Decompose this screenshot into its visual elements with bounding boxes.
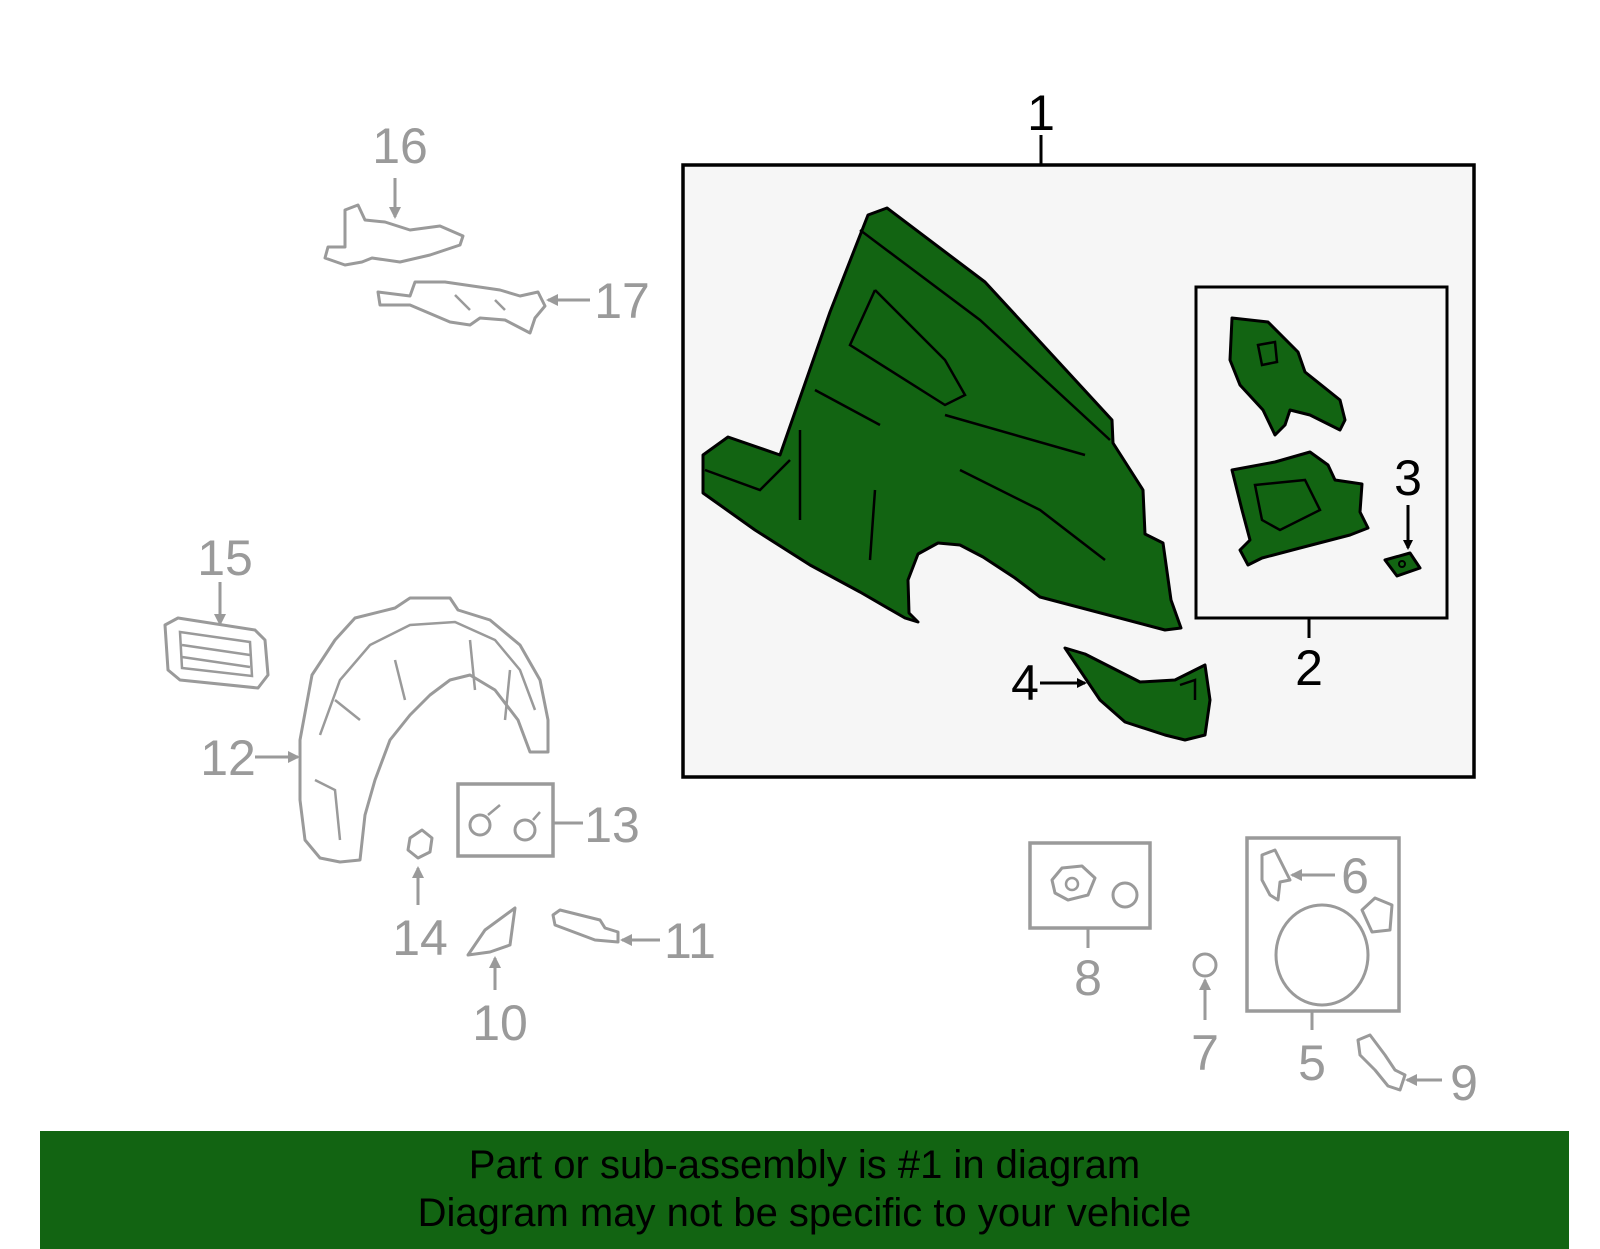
vent-body (163, 616, 270, 690)
quarter-panel[interactable] (701, 206, 1183, 632)
callout-8: 8 (1074, 950, 1102, 1006)
quarter-panel-body (701, 206, 1183, 632)
quarter-panel-line-d (798, 430, 877, 561)
clip-14-body (406, 828, 434, 860)
banner-line-2: Diagram may not be specific to your vehi… (417, 1191, 1192, 1235)
part-8-stops[interactable]: 8 (1028, 841, 1152, 1006)
quarter-window-frame (848, 289, 967, 407)
stops-frame (1028, 841, 1152, 930)
callout-15: 15 (197, 530, 253, 586)
quarter-panel-crease (859, 229, 1111, 441)
disclaimer-banner: Part or sub-assembly is #1 in diagram Di… (40, 1131, 1569, 1249)
stop-a-hole (1064, 876, 1080, 892)
stop-a (1050, 864, 1097, 902)
part-9-rod[interactable]: 9 (1356, 1033, 1478, 1111)
callout-3: 3 (1394, 450, 1422, 506)
callout-9: 9 (1450, 1055, 1478, 1111)
quarter-panel-line-a (814, 388, 881, 427)
callout-17: 17 (594, 273, 650, 329)
callout-11: 11 (664, 913, 716, 969)
part-10-piece[interactable]: 10 (466, 906, 528, 1051)
callout-16: 16 (372, 118, 428, 174)
bracket-17-body (376, 280, 547, 335)
part-15-vent[interactable]: 15 (163, 530, 270, 690)
callout-2: 2 (1295, 640, 1323, 696)
upper-bracket-slot (1256, 340, 1279, 367)
clip-stems (487, 804, 541, 821)
callout-12: 12 (200, 730, 256, 786)
strip-11-body (551, 908, 620, 944)
fuel-door-lid (1274, 903, 1370, 1007)
liner-inner-edge (318, 620, 537, 736)
inner-reinforcement-upper[interactable] (1228, 316, 1347, 437)
extension-body (1063, 646, 1212, 742)
spring-body (1260, 848, 1292, 902)
banner-line-1: Part or sub-assembly is #1 in diagram (468, 1143, 1141, 1187)
callout-7: 7 (1191, 1025, 1219, 1081)
liner-body (298, 596, 550, 864)
quarter-panel-sill (704, 459, 791, 492)
callout-14: 14 (392, 910, 448, 966)
clips-frame (456, 782, 555, 858)
part-3-nut[interactable]: 3 (1383, 450, 1422, 578)
lower-bracket-body (1230, 450, 1370, 567)
clip-7-body (1192, 952, 1218, 978)
callout-1: 1 (1027, 85, 1055, 141)
clip-b (513, 818, 537, 842)
quarter-panel-line-c (959, 468, 1106, 561)
extension-tab (1179, 678, 1197, 700)
fuel-door-hinge (1360, 896, 1394, 934)
nut-hole (1398, 560, 1406, 568)
part-12-liner[interactable]: 12 (200, 596, 550, 864)
inner-reinforcement-lower[interactable] (1230, 450, 1370, 567)
callout-5: 5 (1298, 1035, 1326, 1091)
callout-13: 13 (584, 797, 640, 853)
fuel-door-frame (1245, 836, 1401, 1013)
piece-10-body (466, 906, 517, 957)
callout-10: 10 (472, 995, 528, 1051)
bracket-16-body (323, 203, 465, 267)
nut-body (1383, 551, 1422, 578)
callout-4: 4 (1011, 655, 1039, 711)
part-11-strip[interactable]: 11 (551, 908, 716, 969)
stop-b (1111, 881, 1139, 909)
liner-ribs (314, 639, 512, 841)
part-5-fuel-door[interactable]: 5 (1245, 836, 1401, 1091)
part-7-clip[interactable]: 7 (1191, 952, 1219, 1081)
quarter-panel-line-b (944, 413, 1086, 457)
bracket-17-detail (454, 294, 506, 311)
part-17-bracket[interactable]: 17 (376, 273, 650, 335)
part-4-extension[interactable]: 4 (1011, 646, 1212, 742)
vent-louvers (178, 630, 254, 678)
callout-6: 6 (1341, 848, 1369, 904)
part-6-spring[interactable]: 6 (1260, 848, 1369, 904)
part-16-bracket[interactable]: 16 (323, 118, 465, 267)
lower-bracket-recess (1253, 478, 1322, 532)
clip-a (468, 813, 492, 837)
part-13-clips[interactable]: 13 (456, 782, 640, 858)
rod-body (1356, 1033, 1407, 1092)
part-14-clip[interactable]: 14 (392, 828, 448, 966)
